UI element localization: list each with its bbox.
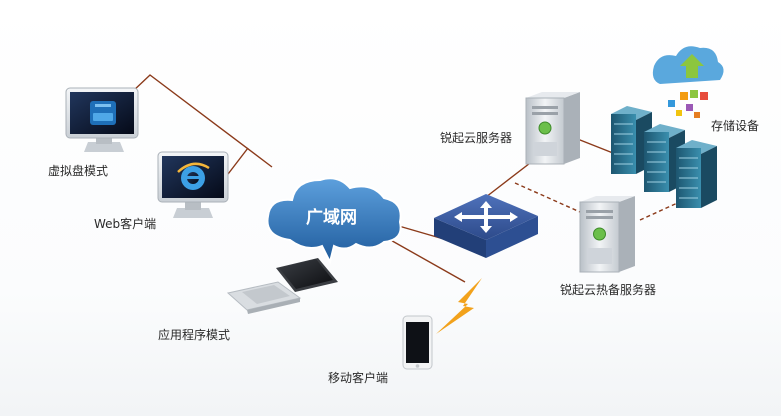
label-cloud-server: 锐起云服务器 [440, 131, 513, 145]
storage-rack-icon[interactable] [611, 106, 717, 208]
hard-disk-icon [90, 101, 116, 125]
smartphone-icon[interactable] [402, 315, 433, 370]
link-switch-to-hot-standby [514, 182, 581, 213]
link-disk-monitor [131, 74, 273, 168]
server-tower-icon[interactable] [525, 92, 580, 165]
cloud-upload-icon [652, 46, 724, 118]
server-tower-icon[interactable] [579, 196, 635, 273]
laptop-icon[interactable] [226, 258, 338, 314]
label-web-client: Web客户端 [94, 217, 157, 231]
link-cloud-server-to-storage [574, 137, 619, 156]
monitor-with-disk-icon[interactable] [65, 87, 139, 152]
label-virtual-disk-mode: 虚拟盘模式 [48, 164, 109, 178]
label-mobile-client: 移动客户端 [328, 371, 389, 385]
lightning-icon [436, 278, 482, 334]
browser-e-icon [177, 162, 210, 190]
label-wan: 广域网 [306, 208, 357, 228]
monitor-with-browser-icon[interactable] [157, 151, 229, 218]
label-app-mode: 应用程序模式 [158, 328, 231, 342]
cloud-icon[interactable] [266, 177, 402, 265]
link-switch-to-mobile [386, 237, 466, 283]
link-switch-to-cloud-server [485, 159, 535, 198]
label-storage: 存储设备 [711, 119, 760, 133]
label-hot-standby-server: 锐起云热备服务器 [560, 283, 657, 297]
arrows-icon [454, 201, 518, 233]
link-hot-standby-to-storage [639, 199, 685, 221]
network-switch-icon[interactable] [434, 194, 538, 258]
link-web-monitor [224, 147, 249, 179]
